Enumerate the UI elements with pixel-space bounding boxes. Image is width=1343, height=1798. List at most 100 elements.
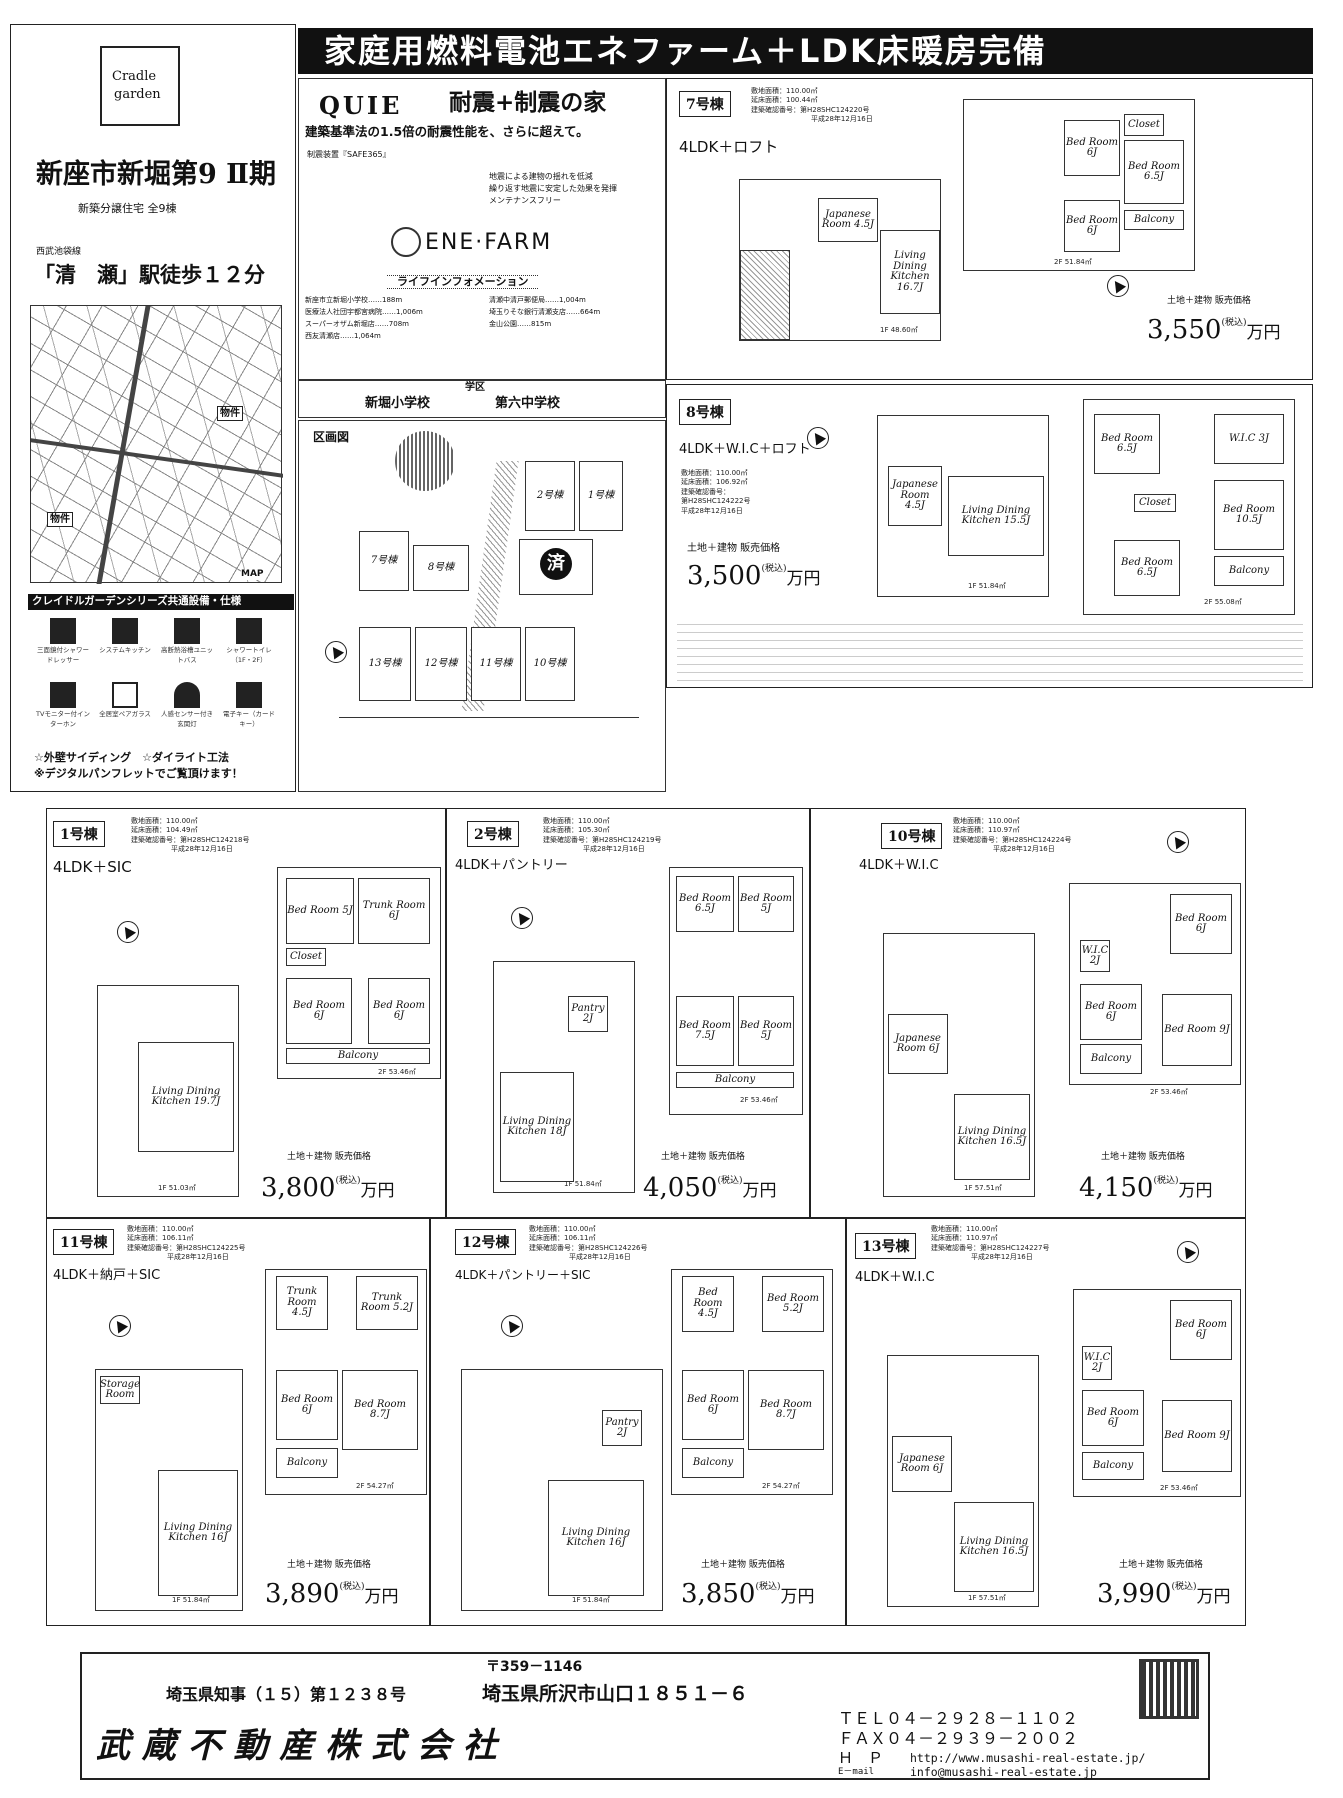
fax-number: ＦＡＸ０４－２９３９－２００２ xyxy=(838,1729,1079,1748)
banner-title: 家庭用燃料電池エネファーム＋LDK床暖房完備 xyxy=(324,32,1047,70)
quie-point-2: 繰り返す地震に安定した効果を発揮 xyxy=(489,184,617,193)
unit-10-floor2: W.I.C 2J Bed Room 6J Bed Room 6J Bed Roo… xyxy=(1069,883,1241,1096)
unit-8-closet: Closet xyxy=(1134,494,1176,512)
unit-13-price: 3,990(税込)万円 xyxy=(1097,1579,1231,1609)
unit-11-layout: 4LDK＋納戸＋SIC xyxy=(53,1268,161,1283)
unit-12-price: 3,850(税込)万円 xyxy=(681,1579,815,1609)
feature-dresser: 三面鏡付シャワードレッサー xyxy=(34,618,92,664)
unit-8-layout: 4LDK＋W.I.C＋ロフト xyxy=(679,442,811,457)
unit-13-ldk: Living Dining Kitchen 16.5J xyxy=(954,1502,1034,1592)
project-subtitle: 新築分譲住宅 全9棟 xyxy=(78,202,177,215)
hp-label: Ｈ Ｐ xyxy=(838,1749,884,1767)
unit-11-trunk-1: Trunk Room 4.5J xyxy=(276,1276,328,1330)
lot-8: 8号棟 xyxy=(413,545,469,591)
unit-8-wic: W.I.C 3J xyxy=(1214,414,1284,464)
unit-2-bed-4: Bed Room 5J xyxy=(738,996,794,1066)
series-note-2: ※デジタルパンフレットでご覧頂けます！ xyxy=(34,767,243,780)
lifeinfo-heading: ライフインフォメーション xyxy=(387,275,539,290)
series-note-1: ☆外壁サイディング ☆ダイライト工法 xyxy=(34,751,229,764)
unit-1-price: 3,800(税込)万円 xyxy=(261,1173,395,1203)
north-arrow-icon xyxy=(325,641,347,663)
station-access: 「清 瀬」駅徒歩１２分 xyxy=(34,263,265,287)
unit-8-bed-3: Bed Room 6.5J xyxy=(1114,540,1180,596)
unit-10-balcony: Balcony xyxy=(1080,1044,1142,1074)
lot-7: 7号棟 xyxy=(359,531,409,591)
company-footer: 〒359－1146 埼玉県知事（１５）第１２３８号 埼玉県所沢市山口１８５１－６… xyxy=(80,1652,1210,1780)
unit-7-bed-2: Bed Room 6.5J xyxy=(1124,140,1184,204)
quie-system: 制震装置『SAFE365』 xyxy=(307,150,391,159)
quie-point-3: メンテナンスフリー xyxy=(489,196,561,205)
unit-8-bed-1: Bed Room 6.5J xyxy=(1094,414,1160,474)
unit-8-floor1: Japanese Room 4.5J Living Dining Kitchen… xyxy=(877,415,1049,597)
feature-sensor: 人感センサー付き玄関灯 xyxy=(158,682,216,728)
unit-1-bed-1: Bed Room 5J xyxy=(286,878,354,944)
enefarm-logo: ENE·FARM xyxy=(425,230,553,255)
toilet-icon xyxy=(236,618,262,644)
unit-2-f2-area: 2F 53.46㎡ xyxy=(740,1096,778,1104)
unit-1-name: 1号棟 xyxy=(53,821,105,847)
unit-13-f1-area: 1F 57.51㎡ xyxy=(968,1594,1006,1602)
unit-13-wic: W.I.C 2J xyxy=(1082,1346,1112,1380)
unit-1-price-label: 土地＋建物 販売価格 xyxy=(287,1152,371,1162)
unit-8-price: 3,500(税込)万円 xyxy=(687,561,821,591)
lot-11: 11号棟 xyxy=(471,627,521,701)
unit-7-japanese: Japanese Room 4.5J xyxy=(818,198,878,242)
unit-2-price: 4,050(税込)万円 xyxy=(643,1173,777,1203)
unit-13-bed-2: Bed Room 6J xyxy=(1082,1390,1144,1446)
unit-8-price-label: 土地＋建物 販売価格 xyxy=(687,543,781,554)
lifeinfo-item-7: 金山公園……815m xyxy=(489,320,552,328)
unit-11-ldk: Living Dining Kitchen 16J xyxy=(158,1470,238,1596)
project-name: 新座市新堀第9 Ⅱ期 xyxy=(36,159,276,190)
unit-8-ldk: Living Dining Kitchen 15.5J xyxy=(948,476,1044,556)
unit-2-name: 2号棟 xyxy=(467,821,519,847)
quie-tagline: 耐震+制震の家 xyxy=(449,90,607,116)
lifeinfo-item-3: スーパーオザム新堀店……708m xyxy=(305,320,409,328)
plot-heading: 区画図 xyxy=(313,430,350,444)
unit-1-layout: 4LDK＋SIC xyxy=(53,858,132,876)
email-link[interactable]: info@musashi-real-estate.jp xyxy=(910,1765,1097,1779)
logo-line2: garden xyxy=(114,87,161,102)
unit-13-north-icon xyxy=(1177,1241,1199,1263)
school-district-panel: 学区 新堀小学校 第六中学校 xyxy=(298,380,666,418)
unit-8-north-icon xyxy=(807,427,829,449)
top-banner: 家庭用燃料電池エネファーム＋LDK床暖房完備 xyxy=(298,28,1313,74)
unit-7-closet: Closet xyxy=(1124,114,1164,136)
unit-11-price: 3,890(税込)万円 xyxy=(265,1579,399,1609)
train-line: 西武池袋線 xyxy=(36,247,82,257)
lot-13: 13号棟 xyxy=(359,627,411,701)
unit-13-f2-area: 2F 53.46㎡ xyxy=(1160,1484,1198,1492)
unit-13-layout: 4LDK＋W.I.C xyxy=(855,1270,935,1285)
lifeinfo-item-2: 医療法人社団宇都宮病院……1,006m xyxy=(305,308,423,316)
unit-12-name: 12号棟 xyxy=(455,1229,517,1255)
unit-8-floor2: Bed Room 6.5J W.I.C 3J Bed Room 10.5J Cl… xyxy=(1083,399,1295,615)
pair-glass-icon xyxy=(112,682,138,708)
unit-12-bed-3: Bed Room 6J xyxy=(682,1370,744,1440)
unit-12-f1-area: 1F 51.84㎡ xyxy=(572,1596,610,1604)
lifeinfo-item-5: 清瀬中清戸郵便局……1,004m xyxy=(489,296,586,304)
unit-12-layout: 4LDK＋パントリー＋SIC xyxy=(455,1268,591,1282)
quie-point-1: 地震による建物の揺れを低減 xyxy=(489,172,593,181)
lot-2: 2号棟 xyxy=(525,461,575,531)
series-feature-grid: 三面鏡付シャワードレッサー システムキッチン 高断熱浴槽ユニットバス シャワート… xyxy=(30,614,286,744)
lot-10: 10号棟 xyxy=(525,627,575,701)
unit-8-bed-2: Bed Room 10.5J xyxy=(1214,480,1284,550)
unit-10-price: 4,150(税込)万円 xyxy=(1079,1173,1213,1203)
website-link[interactable]: http://www.musashi-real-estate.jp/ xyxy=(910,1751,1146,1765)
unit-1-closet: Closet xyxy=(286,948,326,966)
unit-10-bed-1: Bed Room 6J xyxy=(1170,894,1232,954)
school-middle: 第六中学校 xyxy=(495,396,561,411)
unit-13-price-label: 土地＋建物 販売価格 xyxy=(1119,1560,1203,1570)
unit-11-name: 11号棟 xyxy=(53,1229,115,1255)
qr-code-icon xyxy=(1139,1659,1199,1719)
unit-10-japanese: Japanese Room 6J xyxy=(888,1014,948,1074)
sensor-light-icon xyxy=(174,682,200,708)
unit-1-f1-area: 1F 51.03㎡ xyxy=(158,1184,196,1192)
unit-2-floor1: Pantry 2J Living Dining Kitchen 18J 1F 5… xyxy=(493,961,635,1193)
